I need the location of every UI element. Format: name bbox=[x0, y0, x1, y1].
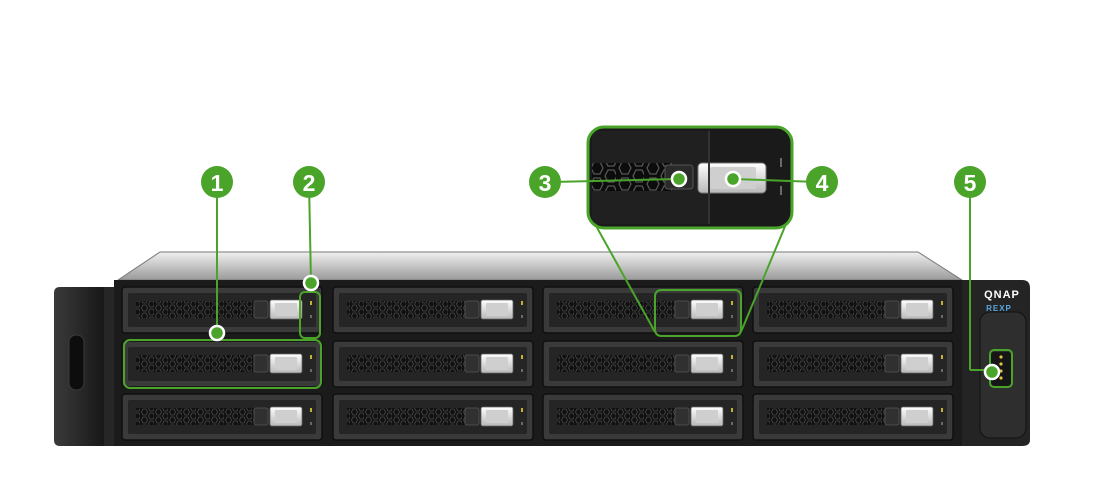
drive-status-led bbox=[731, 408, 733, 412]
tray-vent-grille bbox=[136, 301, 254, 318]
callout-3: 3 bbox=[529, 166, 561, 198]
brand-logo: QNAP bbox=[984, 289, 1020, 301]
drive-status-led bbox=[941, 408, 943, 412]
drive-status-led bbox=[521, 408, 523, 412]
drive-status-led bbox=[521, 301, 523, 305]
svg-text:4: 4 bbox=[816, 170, 829, 196]
drive-tray[interactable] bbox=[121, 393, 323, 441]
highlight-tray-latch bbox=[654, 289, 742, 337]
callout-5: 5 bbox=[954, 166, 986, 198]
drive-tray[interactable] bbox=[752, 340, 954, 388]
drive-tray[interactable] bbox=[121, 286, 323, 334]
tray-vent-grille bbox=[767, 355, 885, 372]
drive-status-led bbox=[941, 355, 943, 359]
leader-endpoints bbox=[208, 170, 1001, 381]
drive-tray[interactable] bbox=[542, 340, 744, 388]
drive-tray[interactable] bbox=[332, 340, 534, 388]
drive-status-led bbox=[310, 408, 312, 412]
drive-status-led bbox=[941, 301, 943, 305]
tray-vent-grille bbox=[347, 301, 465, 318]
drive-tray[interactable] bbox=[542, 393, 744, 441]
tray-vent-grille bbox=[767, 301, 885, 318]
chassis-top-panel bbox=[116, 251, 964, 281]
tray-vent-grille bbox=[557, 408, 675, 425]
tray-vent-grille bbox=[557, 355, 675, 372]
callout-2: 2 bbox=[293, 166, 325, 198]
drive-tray[interactable] bbox=[332, 393, 534, 441]
callout-4: 4 bbox=[806, 166, 838, 198]
tray-vent-grille bbox=[136, 408, 254, 425]
highlight-drive-led bbox=[299, 291, 321, 339]
callout-1: 1 bbox=[201, 166, 233, 198]
control-panel: QNAP REXP bbox=[962, 280, 1030, 446]
tray-vent-grille bbox=[347, 408, 465, 425]
drive-status-led bbox=[310, 355, 312, 359]
zoom-inset bbox=[586, 125, 794, 230]
leader-lines bbox=[216, 178, 992, 371]
drive-tray[interactable] bbox=[121, 340, 323, 388]
tray-vent-grille bbox=[136, 355, 254, 372]
svg-text:3: 3 bbox=[539, 170, 552, 196]
tray-vent-grille bbox=[767, 408, 885, 425]
left-rack-ear bbox=[54, 287, 118, 446]
highlight-drive-tray bbox=[123, 339, 322, 389]
drive-bays bbox=[121, 286, 954, 441]
drive-status-led bbox=[731, 355, 733, 359]
tray-vent-grille bbox=[557, 301, 675, 318]
drive-status-led bbox=[731, 301, 733, 305]
drive-status-led bbox=[310, 301, 312, 305]
drive-tray[interactable] bbox=[752, 393, 954, 441]
tray-vent-grille bbox=[347, 355, 465, 372]
svg-text:2: 2 bbox=[303, 170, 316, 196]
drive-tray[interactable] bbox=[332, 286, 534, 334]
svg-text:1: 1 bbox=[211, 170, 224, 196]
svg-text:5: 5 bbox=[964, 170, 977, 196]
drive-status-led bbox=[521, 355, 523, 359]
drive-tray[interactable] bbox=[752, 286, 954, 334]
model-label: REXP bbox=[986, 304, 1012, 313]
